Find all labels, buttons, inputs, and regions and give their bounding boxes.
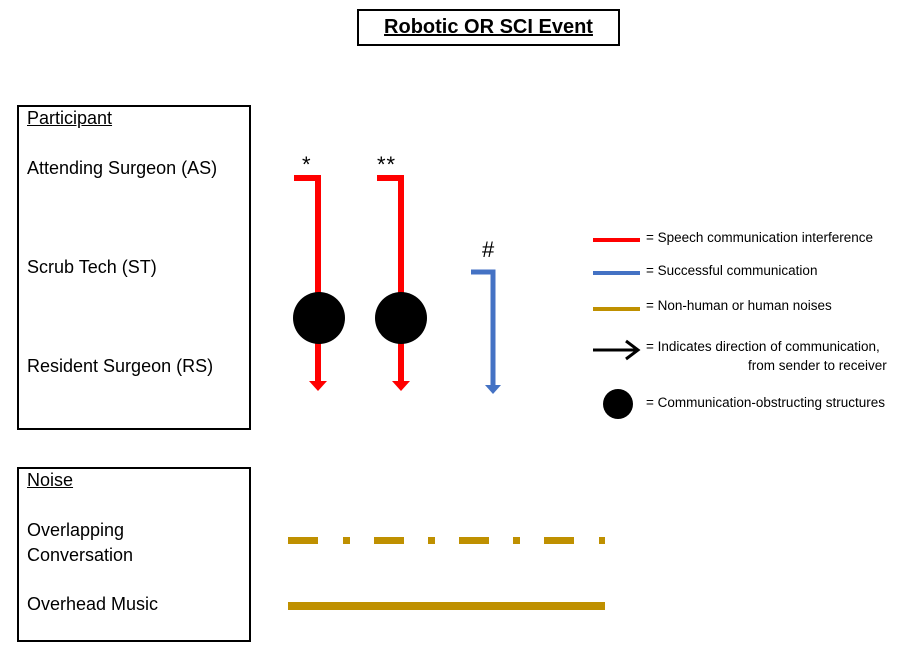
arrowhead-2 bbox=[392, 381, 410, 391]
noise-heading: Noise bbox=[27, 470, 74, 490]
obstruction-circle-1 bbox=[293, 292, 345, 344]
legend-arrow-icon bbox=[593, 339, 641, 361]
legend-successful-label: = Successful communication bbox=[646, 263, 818, 278]
communication-interference-2 bbox=[375, 175, 427, 391]
legend-noise-label: = Non-human or human noises bbox=[646, 298, 832, 313]
legend-interference-label: = Speech communication interference bbox=[646, 230, 874, 245]
obstruction-circle-2 bbox=[375, 292, 427, 344]
noise-overlapping-conversation: Overlapping Conversation bbox=[27, 520, 134, 565]
marker-hash: # bbox=[482, 237, 495, 262]
participant-resident-surgeon: Resident Surgeon (RS) bbox=[27, 356, 214, 376]
noise-music-line bbox=[288, 602, 605, 610]
marker-double-asterisk: ** bbox=[377, 152, 397, 177]
arrowhead-3 bbox=[485, 385, 501, 394]
participant-scrub-tech: Scrub Tech (ST) bbox=[27, 257, 157, 277]
noise-overhead-music: Overhead Music bbox=[27, 594, 159, 614]
marker-single-asterisk: * bbox=[302, 152, 311, 177]
communication-interference-1 bbox=[293, 175, 345, 391]
noise-panel bbox=[17, 467, 251, 642]
legend-obstruction-label: = Communication-obstructing structures bbox=[646, 395, 885, 410]
legend-direction-label-line1: = Indicates direction of communication, bbox=[646, 339, 880, 354]
noise-overlapping-line bbox=[288, 537, 605, 544]
participant-heading: Participant bbox=[27, 108, 113, 128]
arrowhead-1 bbox=[309, 381, 327, 391]
participant-panel bbox=[17, 105, 251, 430]
communication-successful bbox=[471, 269, 501, 394]
diagram-title: Robotic OR SCI Event bbox=[357, 9, 620, 46]
legend-direction-label-line2: from sender to receiver bbox=[748, 358, 887, 373]
participant-attending-surgeon: Attending Surgeon (AS) bbox=[27, 158, 218, 178]
legend-obstruction-circle bbox=[603, 389, 633, 419]
